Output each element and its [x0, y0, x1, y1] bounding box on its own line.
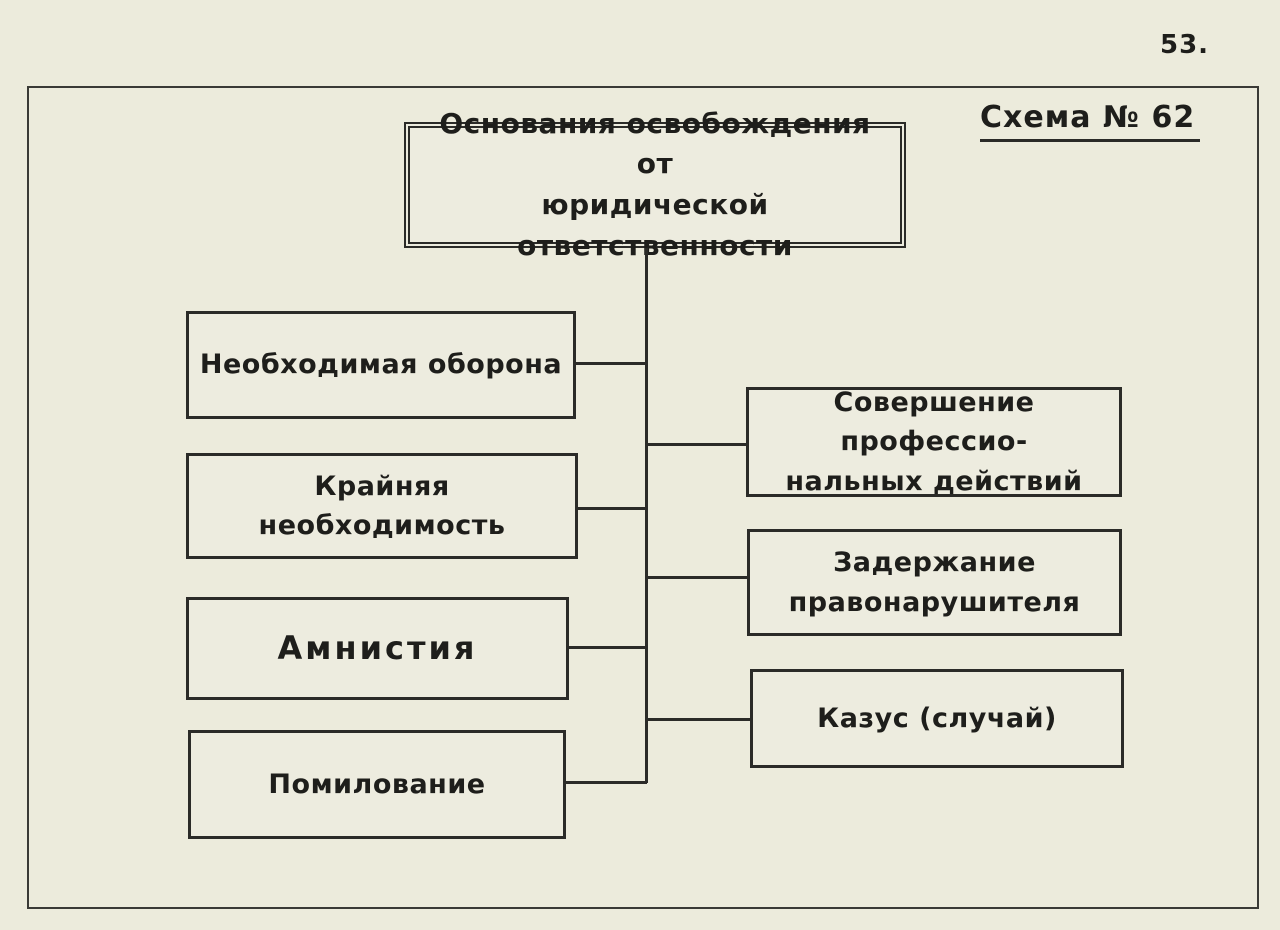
- node-extreme-necessity: Крайняя необходимость: [186, 453, 578, 559]
- branch-connector-right-1: [645, 443, 748, 446]
- node-professional-actions: Совершение профессио- нальных действий: [746, 387, 1122, 497]
- node-detention-of-offender: Задержание правонарушителя: [747, 529, 1122, 636]
- branch-connector-left-2: [576, 507, 647, 510]
- node-label-line-1: Задержание: [833, 547, 1036, 579]
- node-label: Помилование: [268, 768, 486, 800]
- page-number: 53.: [1160, 30, 1210, 60]
- branch-connector-left-1: [574, 362, 647, 365]
- node-label-line-1: Совершение профессио-: [833, 387, 1035, 458]
- branch-connector-left-4: [565, 781, 647, 784]
- node-label: Необходимая оборона: [199, 349, 563, 381]
- scheme-title: Схема № 62: [980, 100, 1200, 142]
- diagram-frame: [27, 86, 1259, 909]
- node-necessary-defense: Необходимая оборона: [186, 311, 576, 419]
- root-node-label-line-1: Основания освобождения от: [439, 106, 871, 181]
- node-amnesty: Амнистия: [186, 597, 569, 700]
- root-node: Основания освобождения от юридической от…: [404, 107, 906, 262]
- branch-connector-right-3: [645, 718, 752, 721]
- node-label-line-2: нальных действий: [785, 465, 1083, 497]
- trunk-connector: [645, 248, 648, 783]
- node-label: Крайняя необходимость: [258, 470, 506, 541]
- node-label: Амнистия: [277, 629, 478, 668]
- branch-connector-left-3: [567, 646, 647, 649]
- node-label: Казус (случай): [817, 702, 1057, 734]
- branch-connector-right-2: [645, 576, 749, 579]
- node-pardon: Помилование: [188, 730, 566, 839]
- root-node-label-line-2: юридической ответственности: [517, 188, 793, 262]
- node-casus: Казус (случай): [750, 669, 1124, 768]
- node-label-line-2: правонарушителя: [788, 586, 1081, 618]
